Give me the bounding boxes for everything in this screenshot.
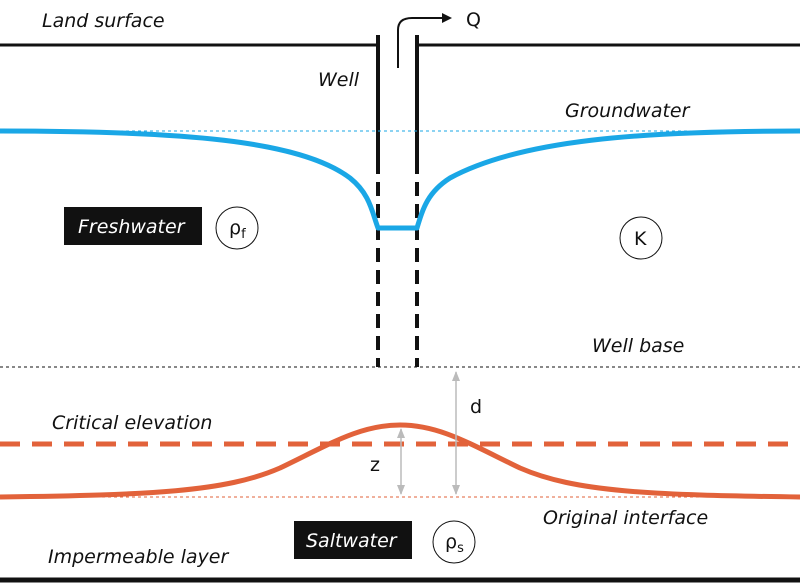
original-interface-label: Original interface [543,507,708,529]
discharge-symbol: Q [466,9,481,31]
well-label: Well [318,69,360,91]
rho-freshwater-symbol: ρf [229,217,246,242]
freshwater-box [64,207,202,245]
d-symbol: d [470,396,482,418]
land-surface-label: Land surface [42,10,165,32]
groundwater-label: Groundwater [565,100,691,122]
rho-saltwater-symbol: ρs [445,531,464,556]
saltwater-label: Saltwater [306,530,398,552]
freshwater-label: Freshwater [78,216,186,238]
well-base-label: Well base [592,335,684,357]
rho-freshwater-circle [215,206,259,250]
conductivity-symbol: K [634,228,647,250]
critical-elevation-label: Critical elevation [52,412,212,434]
rho-saltwater-circle [432,520,476,564]
groundwater-drawdown-curve [0,128,800,231]
impermeable-layer-label: Impermeable layer [48,546,229,568]
upconed-interface-curve [0,422,800,500]
conductivity-circle [619,216,663,260]
discharge-arrow [397,13,452,68]
z-symbol: z [370,454,380,476]
saltwater-box [294,521,412,559]
